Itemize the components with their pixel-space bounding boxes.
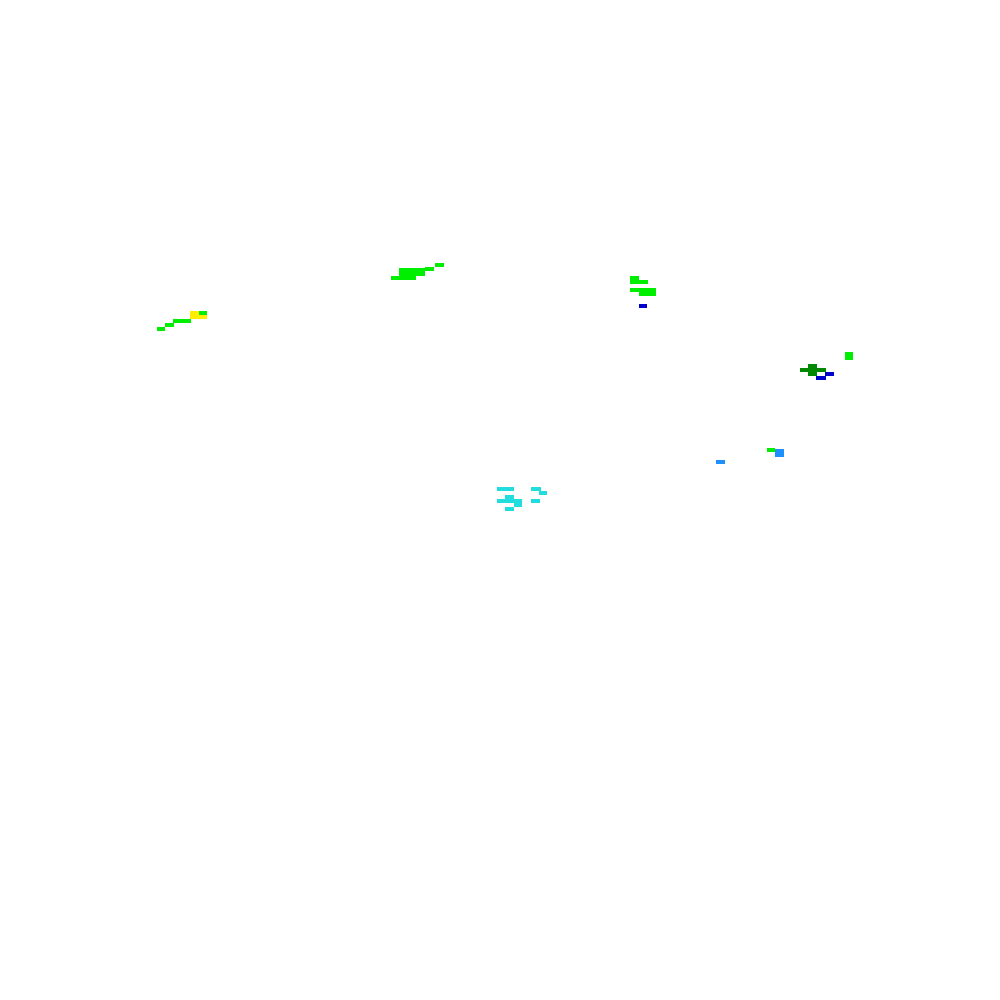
echo-cell: [630, 288, 639, 292]
echo-cell: [497, 499, 522, 503]
echo-cell: [173, 319, 191, 323]
echo-cluster-east-small: [716, 448, 784, 464]
echo-cell: [497, 487, 514, 491]
echo-cell: [425, 267, 434, 271]
echo-cell: [514, 503, 522, 507]
echo-cell: [816, 376, 826, 380]
echo-cell: [630, 280, 648, 284]
echo-cell: [157, 327, 165, 331]
echo-cell: [416, 268, 425, 276]
echo-cell: [399, 268, 416, 276]
echo-cluster-central: [497, 487, 547, 511]
echo-cell: [639, 288, 656, 296]
echo-cell: [190, 311, 199, 319]
echo-cell: [531, 499, 540, 503]
echo-cell: [435, 263, 444, 267]
echo-cell: [531, 487, 541, 491]
echo-cell: [639, 304, 647, 308]
echo-cell: [539, 491, 547, 495]
echo-cell: [808, 364, 817, 376]
echo-cluster-north-east: [630, 276, 656, 308]
echo-cell: [817, 368, 826, 372]
echo-cell: [716, 460, 725, 464]
echo-cell: [800, 368, 810, 372]
echo-cluster-east: [800, 352, 853, 380]
echo-cluster-north-central: [391, 263, 444, 280]
echo-cell: [775, 449, 784, 457]
echo-cell: [767, 448, 775, 452]
echo-cell: [845, 352, 853, 360]
echo-cell: [199, 311, 207, 315]
echo-cell: [630, 276, 639, 280]
echo-cell: [505, 495, 514, 499]
echo-cell: [199, 315, 207, 319]
echo-cell: [391, 276, 416, 280]
echo-cell: [825, 372, 834, 376]
echo-cell: [165, 323, 174, 327]
echo-cluster-west: [157, 311, 207, 331]
echo-cell: [505, 507, 514, 511]
